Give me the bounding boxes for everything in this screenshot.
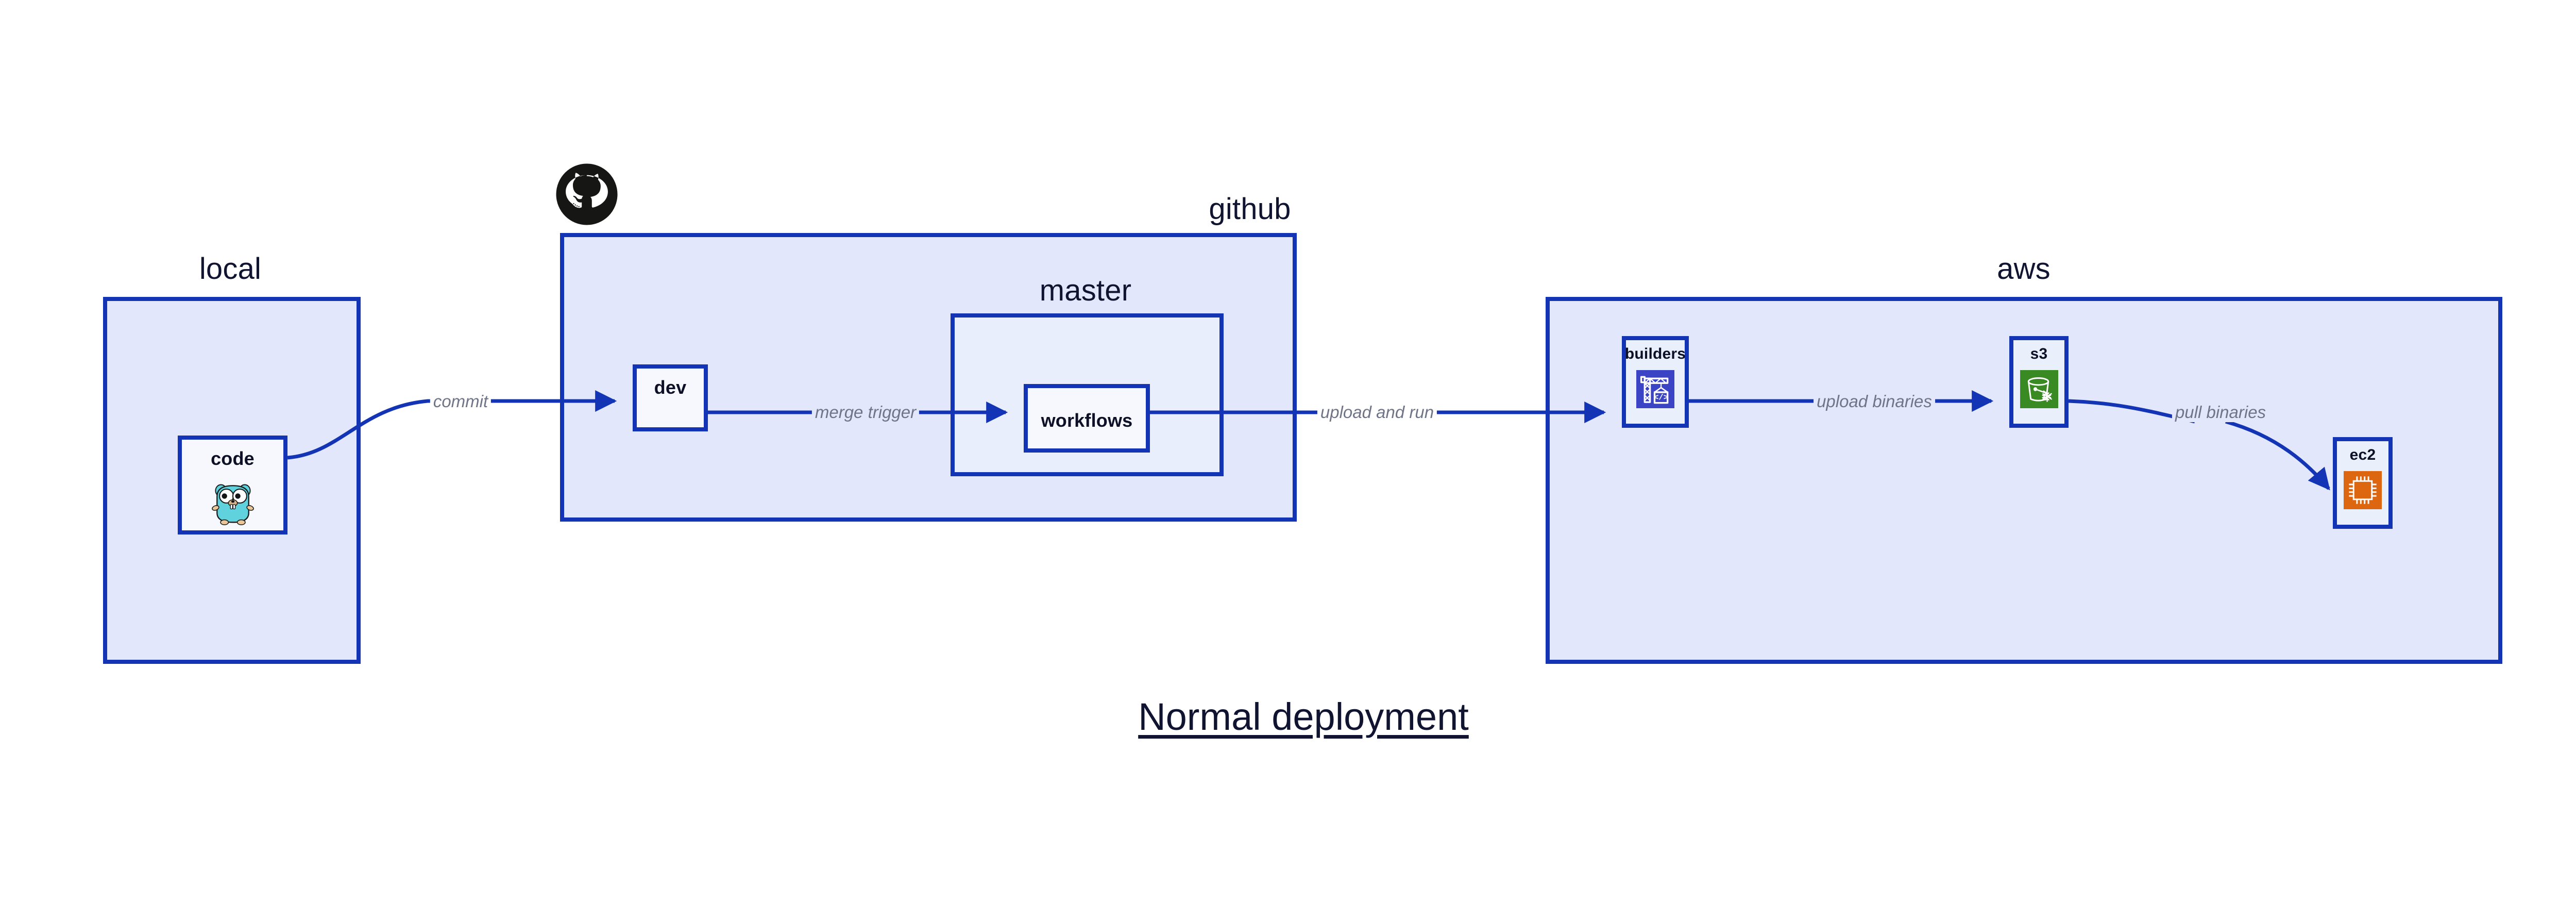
node-s3[interactable]: s3 (2009, 336, 2069, 428)
group-label-local: local (199, 252, 262, 286)
node-label-workflows: workflows (1041, 410, 1133, 431)
aws-s3-glacier-icon (2020, 370, 2058, 408)
node-dev[interactable]: dev (633, 364, 708, 431)
group-label-master: master (1039, 274, 1132, 307)
node-builders[interactable]: builders < (1622, 336, 1689, 428)
node-code[interactable]: code (178, 436, 287, 534)
aws-codebuild-icon: </> (1636, 370, 1674, 408)
node-label-ec2: ec2 (2349, 446, 2376, 463)
group-label-github: github (1209, 192, 1291, 226)
edge-label-pull-binaries: pull binaries (2172, 403, 2269, 422)
svg-text:</>: </> (1654, 393, 1668, 403)
node-label-dev: dev (654, 377, 687, 398)
group-label-aws: aws (1997, 252, 2050, 286)
diagram-title: Normal deployment (1138, 695, 1469, 738)
go-gopher-icon (208, 477, 258, 526)
edge-label-commit: commit (430, 392, 492, 411)
aws-ec2-icon (2344, 471, 2382, 509)
edge-label-upload-binaries: upload binaries (1814, 392, 1935, 411)
edge-label-upload-and-run: upload and run (1317, 403, 1437, 422)
node-ec2[interactable]: ec2 (2333, 437, 2393, 529)
node-label-s3: s3 (2030, 345, 2048, 362)
github-octocat-icon (555, 162, 619, 226)
node-label-builders: builders (1624, 345, 1686, 362)
edge-label-merge-trigger: merge trigger (811, 403, 920, 422)
node-label-code: code (211, 448, 255, 469)
node-workflows[interactable]: workflows (1024, 384, 1150, 453)
